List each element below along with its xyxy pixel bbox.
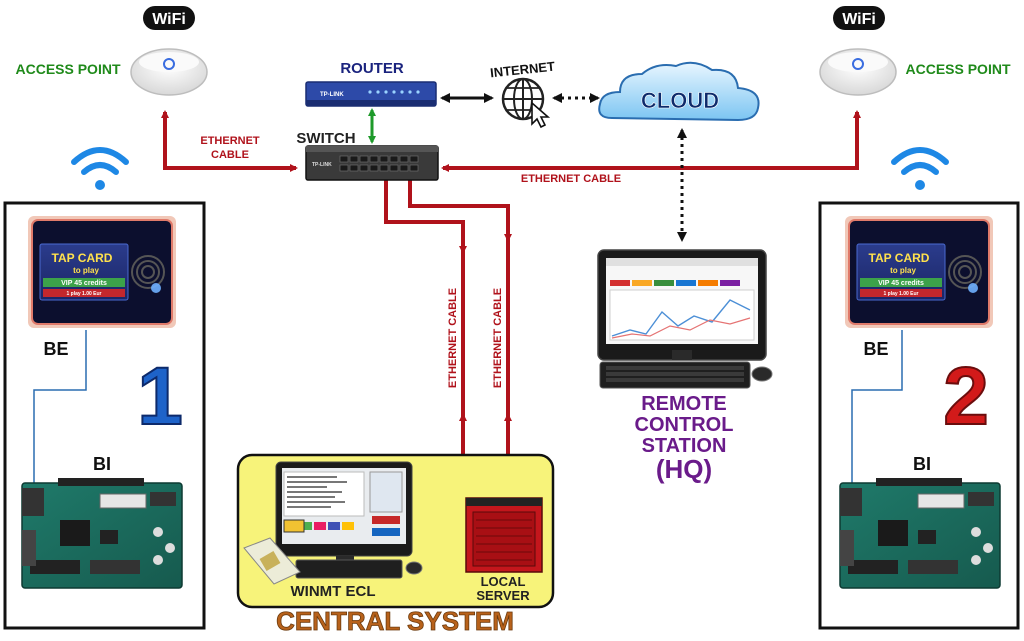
station-number-1: 1 [137,351,183,442]
cloud: CLOUD [598,61,760,122]
central-system: WINMT ECL LOCAL SERVER CENTRAL SYSTEM [236,453,555,636]
cables [161,93,861,500]
access-point-label-left: ACCESS POINT [15,61,120,77]
station-2: TAP CARD to play VIP 45 credits 1 play 1… [818,201,1020,630]
vip-credits-text-2: VIP 45 credits [878,280,924,287]
switch-label: SWITCH [296,130,355,147]
play-price-text-1: 1 play 1.00 Eur [66,291,101,297]
switch: SWITCH TP-LINK [296,130,439,181]
remote-mouse [751,366,773,382]
central-system-label: CENTRAL SYSTEM [276,606,514,636]
local-server [465,497,543,573]
local-server-label-2: SERVER [476,588,530,603]
wifi-logo-right-text: WiFi [842,11,876,28]
remote-label-2: CONTROL [635,414,734,436]
bi-label-2: BI [913,454,931,474]
cursor-icon [531,101,551,129]
ethernet-cable-left-label-1: ETHERNET [200,135,260,147]
cloud-label: CLOUD [641,88,719,113]
router-brand: TP-LINK [320,92,344,98]
to-play-text-2: to play [890,266,916,275]
router-label: ROUTER [340,60,404,77]
cable-switch-server [408,180,510,500]
ethernet-cable-vertical-label-1: ETHERNET CABLE [447,288,459,388]
bi-board-1 [21,478,183,589]
station-1: TAP CARD to play VIP 45 credits 1 play 1… [3,201,206,630]
contactless-icon-2 [948,255,982,289]
be-card-reader-1: TAP CARD to play VIP 45 credits 1 play 1… [28,216,176,328]
winmt-label: WINMT ECL [291,583,376,600]
station-number-2: 2 [943,351,989,442]
be-label-2: BE [863,339,888,359]
ethernet-cable-right-label: ETHERNET CABLE [521,173,621,185]
vip-credits-text-1: VIP 45 credits [61,280,107,287]
ecl-badge [283,519,305,533]
cable-left-ap-switch [163,118,298,172]
ethernet-cable-left-label-2: CABLE [211,149,249,161]
access-point-right: WiFi ACCESS POINT [819,6,1011,96]
be-bi-wire-1 [33,330,87,488]
ethernet-cable-vertical-label-2: ETHERNET CABLE [492,288,504,388]
tap-card-text-1: TAP CARD [52,251,113,265]
be-card-reader-2: TAP CARD to play VIP 45 credits 1 play 1… [845,216,993,328]
card-dispenser-device [243,537,301,585]
winmt-keyboard [295,559,403,579]
remote-label-4: (HQ) [656,454,712,484]
access-point-label-right: ACCESS POINT [905,61,1010,77]
cable-right-ap-switch [441,118,859,172]
switch-brand: TP-LINK [312,162,332,168]
play-price-text-2: 1 play 1.00 Eur [883,291,918,297]
local-server-label-1: LOCAL [481,574,526,589]
bi-label-1: BI [93,454,111,474]
to-play-text-1: to play [73,266,99,275]
wifi-logo-left-text: WiFi [152,11,186,28]
tap-card-text-2: TAP CARD [869,251,930,265]
bi-board-2 [839,478,1001,589]
remote-label-3: STATION [642,435,727,457]
access-point-left: WiFi ACCESS POINT [15,6,208,96]
internet: INTERNET [489,59,556,129]
contactless-icon-1 [131,255,165,289]
be-bi-wire-2 [851,330,903,488]
wifi-logo-left [143,6,195,30]
wifi-icon-left [71,147,129,190]
internet-label: INTERNET [489,59,555,81]
be-label-1: BE [43,339,68,359]
router: ROUTER TP-LINK [305,60,437,107]
wifi-icon-right [891,147,949,190]
cloud-shape [598,61,760,122]
remote-control-station: REMOTE CONTROL STATION (HQ) [597,249,773,484]
wifi-logo-right [833,6,885,30]
winmt-mouse [405,561,423,575]
remote-label-1: REMOTE [641,393,727,415]
